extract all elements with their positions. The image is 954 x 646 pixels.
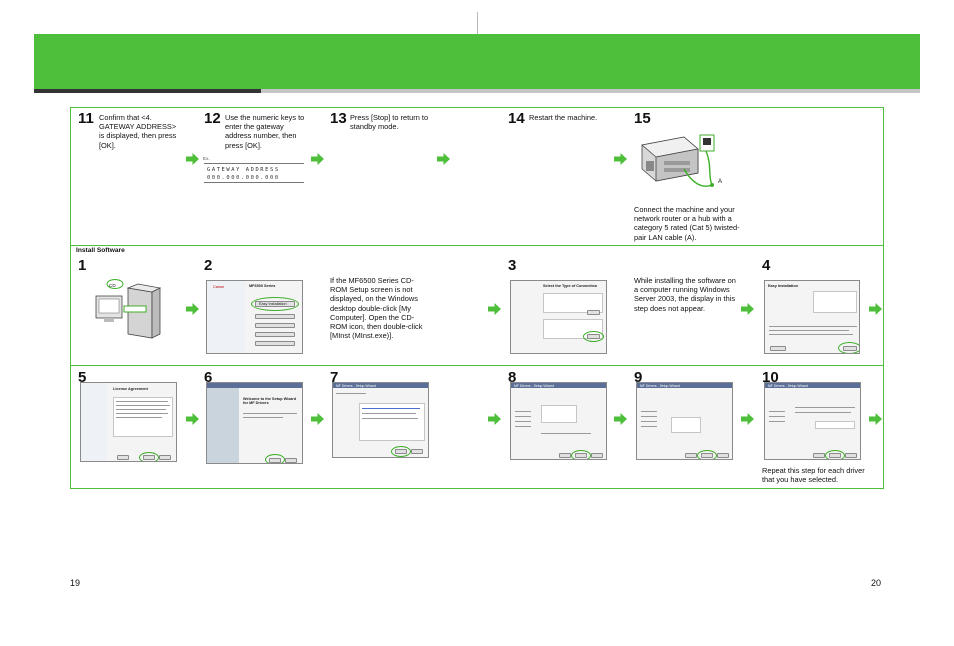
step-13-number: 13 (330, 110, 347, 127)
arrow-right-icon (488, 413, 501, 425)
arrow-right-icon (311, 413, 324, 425)
select-device-thumbnail: MF Drivers - Setup Wizard (510, 382, 607, 460)
install-step-2-number: 2 (204, 257, 213, 274)
cd-label: CD (109, 283, 116, 288)
step-15-text: Connect the machine and your network rou… (634, 205, 740, 242)
install-step-10-note: Repeat this step for each driver that yo… (762, 466, 865, 485)
install-software-label: Install Software (76, 247, 125, 254)
connection-type-thumbnail: Select the Type of Connection (510, 280, 607, 354)
install-step-8-number: 8 (508, 369, 517, 386)
install-step-6-number: 6 (204, 369, 213, 386)
insert-cd-illustration (95, 279, 162, 339)
page-number-left: 19 (70, 578, 81, 588)
install-step-10-number: 10 (762, 369, 779, 386)
header-rule-grey (261, 89, 920, 93)
lcd-line-1: GATEWAY ADDRESS (207, 167, 280, 173)
machine-lan-illustration (641, 134, 715, 187)
arrow-right-icon (186, 153, 199, 165)
arrow-right-icon (741, 303, 754, 315)
install-step-5-number: 5 (78, 369, 87, 386)
header-band (34, 34, 920, 89)
arrow-right-icon (186, 413, 199, 425)
lcd-line-2: 000.000.000.000 (207, 175, 280, 181)
install-step-7-number: 7 (330, 369, 339, 386)
page-number-right: 20 (871, 578, 882, 588)
step-11-text: Confirm that <4. GATEWAY ADDRESS> is dis… (99, 113, 177, 150)
install-step-1-number: 1 (78, 257, 87, 274)
lcd-display: GATEWAY ADDRESS 000.000.000.000 (204, 163, 304, 183)
row-divider-1 (70, 245, 884, 246)
step-11-number: 11 (78, 110, 94, 127)
confirm-settings-thumbnail: MF Drivers - Setup Wizard (764, 382, 861, 460)
step-12-text: Use the numeric keys to enter the gatewa… (225, 113, 305, 150)
install-step-2-note: If the MF6500 Series CD-ROM Setup screen… (330, 276, 423, 341)
arrow-right-icon (869, 303, 882, 315)
license-agreement-thumbnail: License Agreement (80, 382, 177, 462)
welcome-wizard-thumbnail: Welcome to the Setup Wizard for MF Drive… (206, 382, 303, 464)
arrow-right-icon (311, 153, 324, 165)
install-step-3-note: While installing the software on a compu… (634, 276, 736, 313)
procedure-frame (70, 107, 884, 489)
step-12-number: 12 (204, 110, 221, 127)
canon-logo: Canon (213, 285, 225, 289)
arrow-right-icon (614, 153, 627, 165)
arrow-right-icon (488, 303, 501, 315)
step-14-number: 14 (508, 110, 525, 127)
arrow-right-icon (869, 413, 882, 425)
install-step-3-number: 3 (508, 257, 517, 274)
lcd-example-tag: Ex. (203, 156, 210, 161)
arrow-right-icon (741, 413, 754, 425)
step-14-text: Restart the machine. (529, 113, 598, 122)
select-port-thumbnail: MF Drivers - Setup Wizard (332, 382, 429, 458)
arrow-right-icon (437, 153, 450, 165)
install-step-4-number: 4 (762, 257, 771, 274)
install-step-9-number: 9 (634, 369, 643, 386)
header-rule-dark (34, 89, 261, 93)
step-15-number: 15 (634, 110, 651, 127)
step-13-text: Press [Stop] to return to standby mode. (350, 113, 429, 132)
arrow-right-icon (614, 413, 627, 425)
row-divider-2 (70, 365, 884, 366)
arrow-right-icon (186, 303, 199, 315)
cable-callout-label: A (718, 179, 723, 185)
easy-installation-thumbnail: Easy Installation (764, 280, 860, 354)
select-driver-thumbnail: MF Drivers - Setup Wizard (636, 382, 733, 460)
setup-screen-thumbnail: Canon MF6500 Series Easy Installation (206, 280, 303, 354)
page-fold-mark (477, 12, 478, 34)
